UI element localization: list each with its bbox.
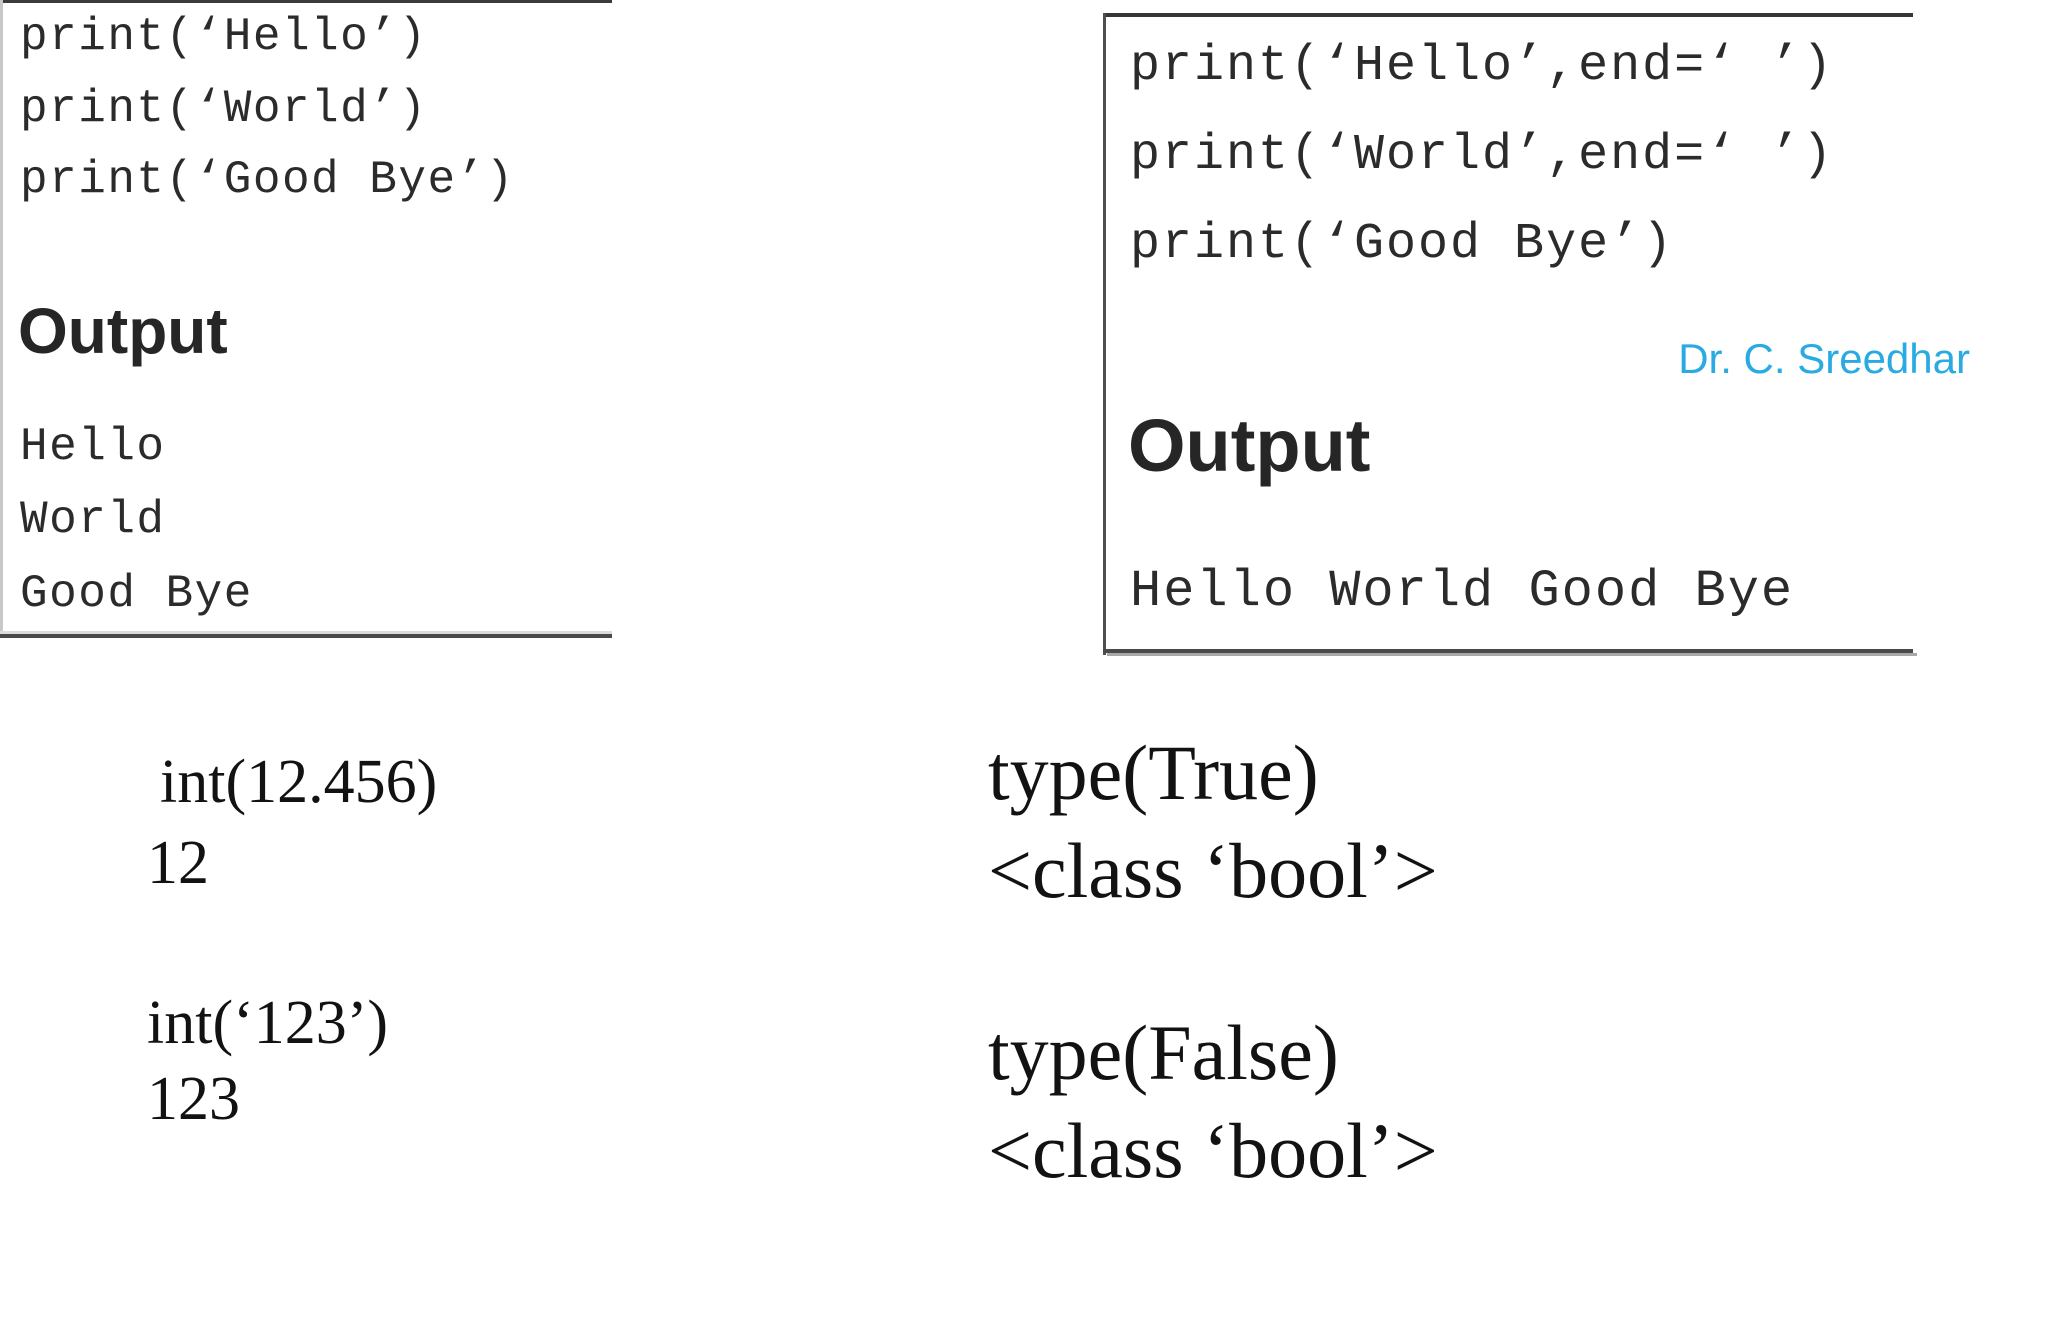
output-heading: Output [18,295,228,367]
right-panel-left-border [1103,13,1106,655]
left-panel-bottom-border-light [0,631,612,634]
output-line: Hello World Good Bye [1130,562,1795,621]
code-line: print(‘Hello’,end=‘ ’) [1130,38,1835,95]
code-line: print(‘Hello’) [20,11,428,63]
output-line: Hello [20,421,166,473]
code-line: print(‘Good Bye’) [20,154,515,206]
output-heading: Output [1128,404,1371,487]
right-panel-bottom-shadow [1107,653,1917,656]
code-line: print(‘Good Bye’) [1130,216,1675,273]
output-line: Good Bye [20,568,253,620]
expression-line: int(‘123’) [147,989,389,1057]
result-line: 123 [147,1065,240,1133]
left-panel-bottom-border [0,634,612,638]
author-watermark: Dr. C. Sreedhar [1678,335,1970,382]
left-panel-top-border [0,0,612,3]
result-line: <class ‘bool’> [988,827,1438,914]
right-panel-bottom-border [1103,649,1913,653]
right-panel-top-border [1103,13,1913,17]
expression-line: int(12.456) [160,748,438,816]
code-line: print(‘World’) [20,83,428,135]
expression-line: type(False) [988,1009,1339,1096]
code-line: print(‘World’,end=‘ ’) [1130,127,1835,184]
expression-line: type(True) [988,729,1319,816]
result-line: 12 [147,829,209,897]
output-line: World [20,494,166,546]
result-line: <class ‘bool’> [988,1107,1438,1194]
left-panel-left-border [0,0,3,638]
